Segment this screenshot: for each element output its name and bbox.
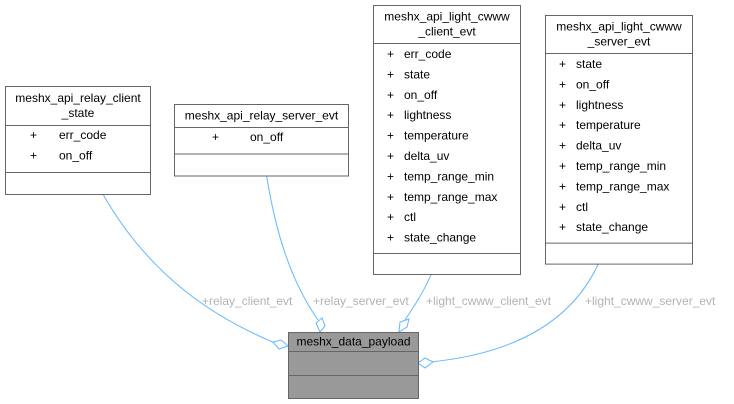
field-lightness: lightness	[404, 108, 451, 122]
class-box-cwww-client[interactable]: meshx_api_light_cwww_client_evt + err_code…	[373, 5, 521, 275]
visibility-public-icon: +	[387, 47, 394, 61]
field-temp-range-max: temp_range_max	[576, 179, 669, 193]
edge-label-cwww-client: +light_cwww_client_evt	[426, 294, 552, 308]
visibility-public-icon: +	[387, 169, 394, 183]
field-ctl: ctl	[576, 200, 588, 214]
visibility-public-icon: +	[559, 98, 566, 112]
visibility-public-icon: +	[387, 210, 394, 224]
class-title: _server_evt	[587, 35, 651, 49]
field-err-code: err_code	[59, 128, 107, 142]
class-title: meshx_api_relay_server_evt	[185, 109, 339, 123]
field-on-off: on_off	[59, 149, 93, 163]
edge-label-cwww-server: +light_cwww_server_evt	[585, 294, 716, 308]
edge-label-relay-server: +relay_server_evt	[313, 294, 409, 308]
visibility-public-icon: +	[30, 149, 37, 163]
class-box-cwww-server[interactable]: meshx_api_light_cwww_server_evt + state + on…	[545, 15, 693, 265]
visibility-public-icon: +	[559, 159, 566, 173]
visibility-public-icon: +	[559, 118, 566, 132]
class-box-relay-client[interactable]: meshx_api_relay_client_state + err_code + on…	[5, 86, 151, 195]
class-box-frame	[545, 15, 693, 265]
class-box-payload[interactable]: meshx_data_payload	[288, 332, 419, 399]
class-box-frame	[174, 104, 349, 177]
field-temp-range-min: temp_range_min	[576, 159, 666, 173]
class-box-relay-server[interactable]: meshx_api_relay_server_evt + on_off	[174, 104, 349, 177]
aggregation-diamond-icon	[417, 357, 434, 369]
visibility-public-icon: +	[387, 231, 394, 245]
aggregation-diamond-icon	[315, 317, 326, 333]
field-state: state	[576, 57, 602, 71]
field-temperature: temperature	[576, 118, 641, 132]
field-temperature: temperature	[404, 129, 469, 143]
field-on-off: on_off	[404, 88, 438, 102]
visibility-public-icon: +	[387, 67, 394, 81]
visibility-public-icon: +	[559, 220, 566, 234]
edge-cwww-server: +light_cwww_server_evt	[417, 259, 716, 369]
class-box-frame	[288, 332, 419, 399]
class-title: _client_evt	[417, 25, 476, 39]
visibility-public-icon: +	[559, 77, 566, 91]
visibility-public-icon: +	[387, 108, 394, 122]
visibility-public-icon: +	[559, 57, 566, 71]
visibility-public-icon: +	[387, 129, 394, 143]
visibility-public-icon: +	[212, 130, 219, 144]
field-delta-uv: delta_uv	[576, 139, 621, 153]
field-lightness: lightness	[576, 98, 623, 112]
class-title: meshx_api_relay_client	[15, 91, 141, 105]
class-box-frame	[373, 5, 521, 275]
field-temp-range-max: temp_range_max	[404, 190, 497, 204]
field-state: state	[404, 67, 430, 81]
visibility-public-icon: +	[30, 128, 37, 142]
visibility-public-icon: +	[387, 190, 394, 204]
class-title: _state	[61, 106, 95, 120]
visibility-public-icon: +	[559, 179, 566, 193]
class-title: meshx_api_light_cwww	[556, 20, 682, 34]
edge-cwww-client: +light_cwww_client_evt	[398, 269, 552, 333]
visibility-public-icon: +	[559, 139, 566, 153]
class-title: meshx_api_light_cwww	[384, 10, 510, 24]
field-state-change: state_change	[576, 220, 648, 234]
field-on-off: on_off	[576, 77, 610, 91]
field-on-off: on_off	[250, 130, 284, 144]
aggregation-diamond-icon	[272, 339, 289, 350]
aggregation-diamond-icon	[398, 318, 410, 333]
visibility-public-icon: +	[387, 149, 394, 163]
field-ctl: ctl	[404, 210, 416, 224]
visibility-public-icon: +	[559, 200, 566, 214]
field-temp-range-min: temp_range_min	[404, 169, 494, 183]
visibility-public-icon: +	[387, 88, 394, 102]
field-delta-uv: delta_uv	[404, 149, 449, 163]
edge-relay-server: +relay_server_evt	[265, 171, 409, 333]
field-err-code: err_code	[404, 47, 452, 61]
field-state-change: state_change	[404, 231, 476, 245]
class-title: meshx_data_payload	[296, 335, 410, 349]
class-box-frame	[5, 86, 151, 195]
edge-relay-client: +relay_client_evt	[99, 188, 293, 350]
edge-label-relay-client: +relay_client_evt	[202, 294, 293, 308]
